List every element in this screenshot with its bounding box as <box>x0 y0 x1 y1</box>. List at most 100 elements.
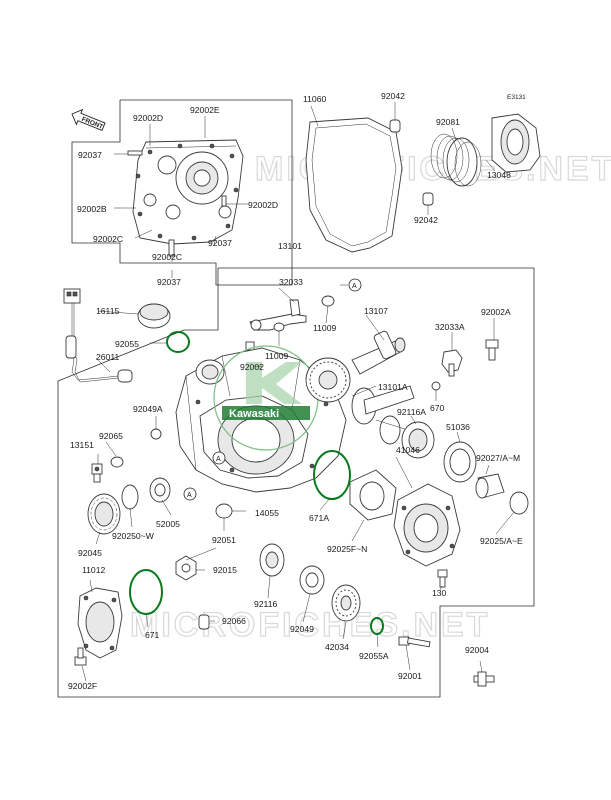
harness-26011 <box>63 288 133 383</box>
stud-92004 <box>473 671 495 687</box>
switch-16115 <box>137 303 171 329</box>
label-130: 130 <box>432 588 447 598</box>
label-92025F: 92025F~N <box>327 544 367 554</box>
washer-11009-mid <box>273 322 285 332</box>
cover-11012 <box>77 587 123 659</box>
bearing-92116 <box>259 543 285 577</box>
label-671A: 671A <box>309 513 329 523</box>
dowel-pin-top <box>389 119 401 133</box>
kawasaki-k-emblem <box>246 362 302 404</box>
bolt-130 <box>437 569 448 588</box>
label-32033A: 32033A <box>435 322 465 332</box>
label-92015: 92015 <box>213 565 237 575</box>
label-92081: 92081 <box>436 117 460 127</box>
label-92027: 92027/A~M <box>476 453 520 463</box>
label-92002A: 92002A <box>481 307 511 317</box>
bolt-92002F <box>74 647 87 666</box>
dowel-pin-bottom <box>422 192 434 206</box>
spring-92081 <box>430 133 482 187</box>
label-92065: 92065 <box>99 431 123 441</box>
label-92055: 92055 <box>115 339 139 349</box>
label-13101: 13101 <box>278 241 302 251</box>
gear-42034 <box>331 584 361 622</box>
cover-group-outline <box>71 99 293 286</box>
watermark-bottom: MICROFICHES.NET <box>130 606 490 644</box>
bearing-92045 <box>87 493 121 535</box>
label-42034: 42034 <box>325 642 349 652</box>
label-92002: 92002 <box>240 362 264 372</box>
kawasaki-logo: Kawasaki <box>213 345 319 451</box>
stopper-32033A <box>441 349 463 377</box>
label-92045: 92045 <box>78 548 102 558</box>
label-92055A: 92055A <box>359 651 389 661</box>
bolt-92002D <box>221 195 227 207</box>
label-92042-bottom: 92042 <box>414 215 438 225</box>
part-number-labels: 92002E 92002D 92037 92002B 92002D 92002C… <box>68 91 523 691</box>
label-92002E: 92002E <box>190 105 220 115</box>
label-92002C-bottom: 92002C <box>152 252 182 262</box>
label-92116A: 92116A <box>397 407 426 417</box>
reference-code: E3131 <box>507 94 526 101</box>
svg-text:A: A <box>216 456 221 463</box>
label-671: 671 <box>145 630 160 640</box>
kawasaki-logo-text: Kawasaki <box>229 408 279 420</box>
washer-11009-top <box>321 295 335 307</box>
gear-13101A <box>305 357 351 403</box>
bearing-92116A <box>401 421 435 459</box>
label-92116: 92116 <box>254 599 277 609</box>
main-group-outline <box>57 267 535 698</box>
label-92049A: 92049A <box>133 404 163 414</box>
seal-51036 <box>443 441 477 483</box>
label-11009-top: 11009 <box>313 323 336 333</box>
o-ring-671A <box>313 450 351 500</box>
label-92049: 92049 <box>290 624 314 634</box>
label-16115: 16115 <box>96 306 119 316</box>
shim-92025A <box>509 491 529 515</box>
washer-92051 <box>215 503 233 519</box>
label-32033: 32033 <box>279 277 303 287</box>
label-92002B: 92002B <box>77 204 107 214</box>
label-92004: 92004 <box>465 645 489 655</box>
pin-92066 <box>198 614 210 630</box>
label-52005: 52005 <box>156 519 180 529</box>
label-92037-left: 92037 <box>78 150 102 160</box>
coupling-13048 <box>491 113 541 173</box>
label-11009-mid: 11009 <box>265 351 288 361</box>
label-13151: 13151 <box>70 440 94 450</box>
washer-92065 <box>110 456 124 468</box>
leader-lines <box>81 102 515 682</box>
bolt-92037-top <box>127 150 143 156</box>
label-92002D-top: 92002D <box>133 113 163 123</box>
nut-92015 <box>175 555 197 581</box>
label-92066: 92066 <box>222 616 246 626</box>
label-920250: 920250~W <box>112 531 155 541</box>
seal-92049 <box>299 565 325 595</box>
label-92037-right: 92037 <box>208 238 232 248</box>
svg-text:A: A <box>187 492 192 499</box>
label-92001: 92001 <box>398 671 422 681</box>
label-92025A: 92025/A~E <box>480 536 523 546</box>
label-13107: 13107 <box>364 306 388 316</box>
seal-52005 <box>149 477 171 503</box>
label-92042-top: 92042 <box>381 91 405 101</box>
label-14055: 14055 <box>255 508 279 518</box>
svg-text:A: A <box>352 283 357 290</box>
o-ring-92055 <box>166 331 190 353</box>
collar-92027 <box>475 473 505 499</box>
shim-92025F <box>349 469 397 521</box>
label-92051: 92051 <box>212 535 236 545</box>
housing-41046 <box>393 483 461 567</box>
bolt-92002A <box>485 339 499 361</box>
bolt-92001 <box>398 636 431 648</box>
label-92037-bottom: 92037 <box>157 277 181 287</box>
label-13048: 13048 <box>487 170 511 180</box>
label-51036: 51036 <box>446 422 470 432</box>
label-13101A: 13101A <box>378 382 408 392</box>
marker-a-low: A <box>183 487 197 501</box>
sensor-13151 <box>91 463 103 483</box>
bolt-92037-bottom <box>168 239 175 257</box>
label-11012: 11012 <box>82 565 105 575</box>
label-41046: 41046 <box>396 445 420 455</box>
shift-arm-32033 <box>249 299 307 331</box>
